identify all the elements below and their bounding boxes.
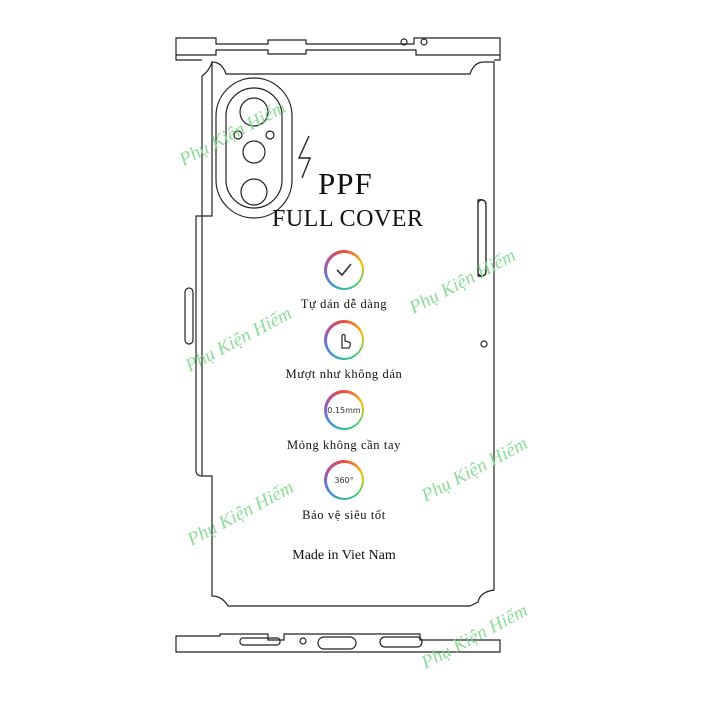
product-subtitle: FULL COVER xyxy=(272,206,424,232)
bottom-sim-cutout xyxy=(239,637,281,646)
top-hole-1 xyxy=(400,38,408,46)
feature-label-4: Bảo vệ siêu tốt xyxy=(302,508,386,522)
top-hole-2 xyxy=(420,38,428,46)
lightning-icon xyxy=(297,135,312,179)
bottom-hole xyxy=(299,637,307,645)
rotate-text: 360° xyxy=(326,462,362,498)
camera-lens-3 xyxy=(240,178,268,206)
rotate-360-icon: 360° xyxy=(324,460,364,500)
feature-label-2: Mượt như không dán xyxy=(285,367,403,381)
camera-lens-2 xyxy=(242,140,266,164)
bottom-edge-strip xyxy=(175,633,501,653)
top-edge-strip xyxy=(175,37,501,56)
thickness-icon: 0.15mm xyxy=(324,390,364,430)
camera-module-outer xyxy=(215,77,293,219)
touch-hand-icon xyxy=(324,320,364,360)
back-panel xyxy=(195,61,495,607)
made-in-label: Made in Viet Nam xyxy=(292,548,396,563)
thickness-text: 0.15mm xyxy=(326,392,362,428)
camera-flash-2 xyxy=(265,130,275,140)
bottom-speaker-cutout xyxy=(379,636,423,648)
camera-lens-1 xyxy=(239,97,269,127)
feature-label-3: Mỏng không cần tay xyxy=(287,438,401,452)
bottom-port-cutout xyxy=(317,636,357,650)
check-icon xyxy=(324,250,364,290)
left-side-slot xyxy=(184,287,194,345)
right-hole xyxy=(480,340,488,348)
camera-module-inner xyxy=(225,87,283,209)
product-title: PPF xyxy=(318,166,373,201)
right-volume-slot xyxy=(477,199,487,277)
camera-flash-1 xyxy=(233,130,243,140)
feature-label-1: Tự dán dễ dàng xyxy=(300,297,388,311)
